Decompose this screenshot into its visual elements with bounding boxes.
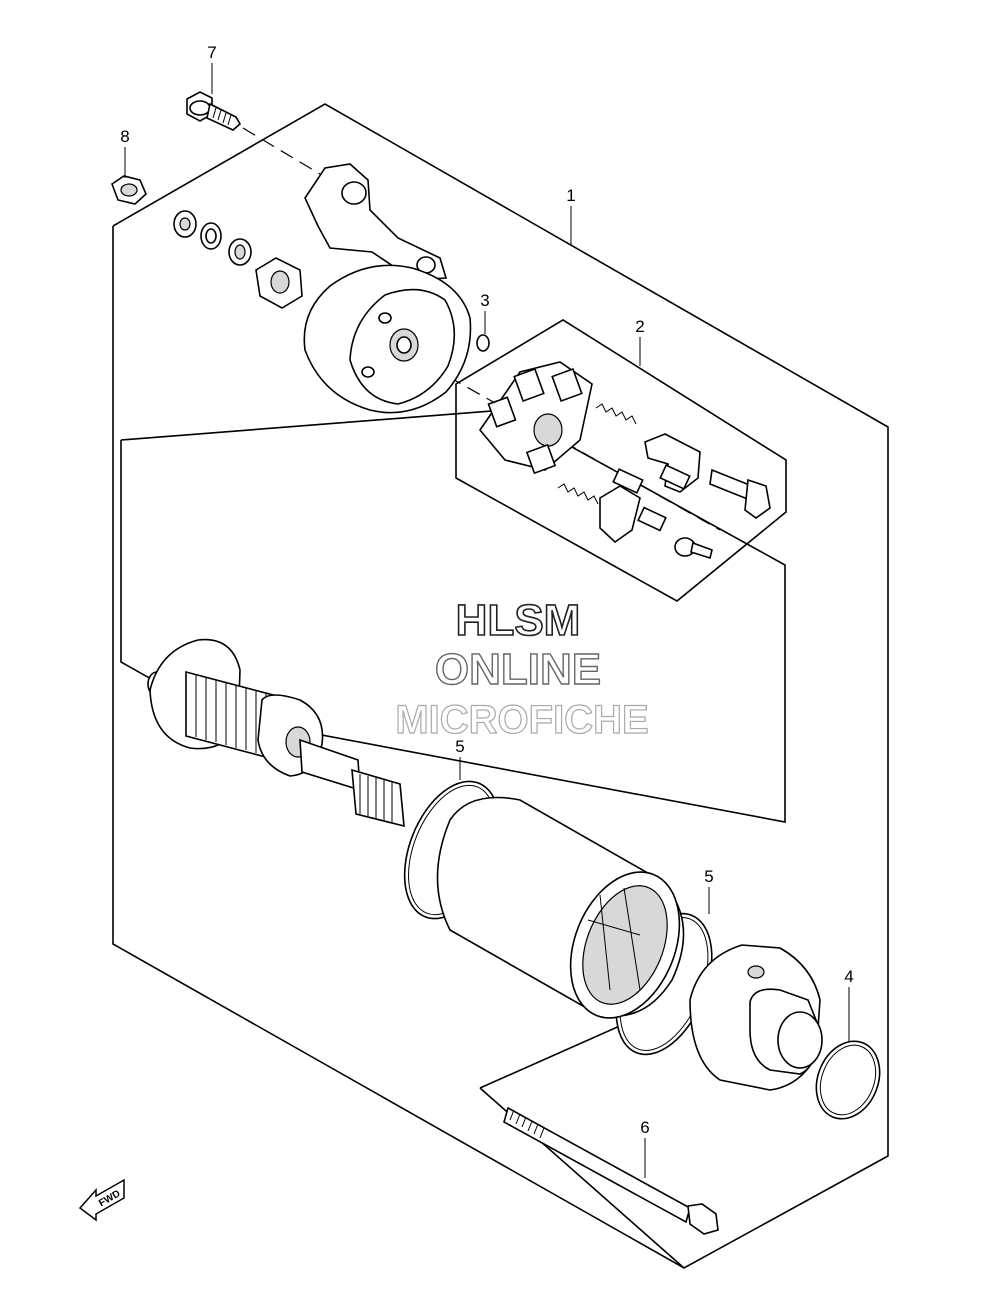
callout-8: 8 <box>120 127 130 178</box>
front-housing <box>303 163 472 414</box>
callout-number: 5 <box>704 867 713 886</box>
callout-number: 2 <box>635 317 644 336</box>
brush-holder-boundary-box <box>455 319 787 602</box>
callout-2: 2 <box>635 317 645 366</box>
brush-screw <box>674 537 713 560</box>
through-bolt-part-6 <box>503 1106 719 1235</box>
armature-group-link <box>120 409 506 441</box>
end-cover <box>689 944 823 1091</box>
callout-4: 4 <box>844 967 854 1042</box>
nut-part-8 <box>111 175 147 205</box>
brushes <box>599 433 701 544</box>
o-ring-part-3 <box>476 334 490 352</box>
motor-yoke <box>436 796 685 1019</box>
callout-7: 7 <box>207 43 217 94</box>
watermark-line-3: MICROFICHE <box>395 698 648 742</box>
o-ring-part-4 <box>815 1040 881 1120</box>
callout-number: 1 <box>566 186 575 205</box>
callout-3: 3 <box>480 291 490 334</box>
callout-number: 5 <box>455 737 464 756</box>
callout-1: 1 <box>566 186 576 246</box>
callout-number: 7 <box>207 43 216 62</box>
assembly-boundary-box <box>112 103 889 1269</box>
washer-stack <box>173 210 303 309</box>
callout-number: 3 <box>480 291 489 310</box>
watermark-line-1: HLSM <box>456 596 581 645</box>
callout-5-left: 5 <box>455 737 465 780</box>
terminal-bolt <box>709 468 771 519</box>
watermark-line-2: ONLINE <box>435 645 601 694</box>
brush-springs <box>557 403 637 505</box>
fwd-arrow-icon: FWD <box>78 1178 125 1222</box>
callout-5-right: 5 <box>704 867 714 914</box>
callout-number: 6 <box>640 1118 649 1137</box>
centerline-top <box>242 127 321 175</box>
watermark: HLSM ONLINE MICROFICHE <box>395 595 650 742</box>
callout-number: 4 <box>844 967 853 986</box>
callout-6: 6 <box>640 1118 650 1178</box>
bolt-part-7 <box>186 91 242 131</box>
brush-plate <box>478 361 593 475</box>
o-ring-part-4-inner <box>819 1044 877 1116</box>
callout-number: 8 <box>120 127 129 146</box>
armature <box>147 638 405 828</box>
